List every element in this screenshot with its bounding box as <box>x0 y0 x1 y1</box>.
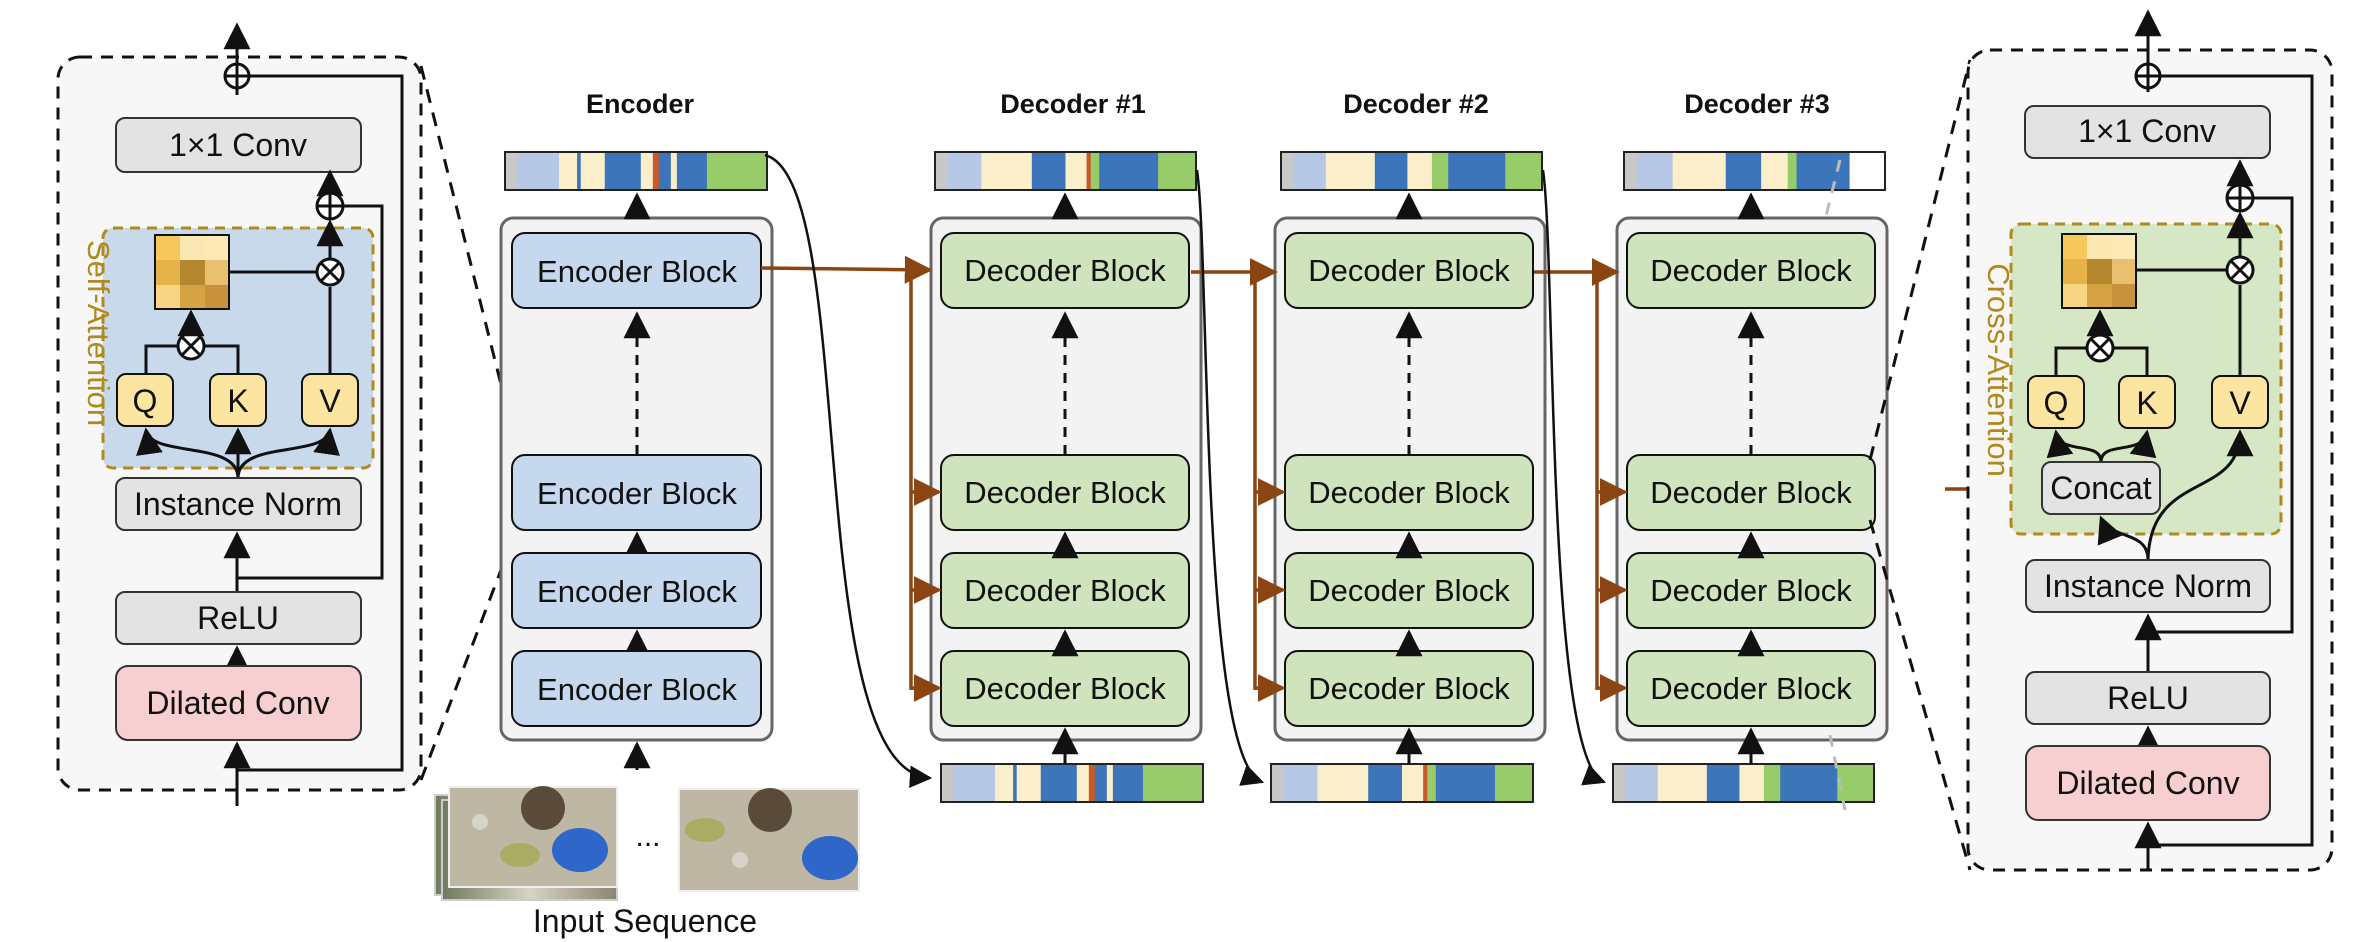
concat-label: Concat <box>2050 470 2152 506</box>
encoder-block-label: Encoder Block <box>537 672 737 707</box>
prediction-flow-curves <box>764 153 1607 788</box>
right-instance-norm-block <box>2025 559 2271 613</box>
input-ellipsis: ... <box>635 820 660 853</box>
left-conv1x1-label: 1×1 Conv <box>169 127 307 163</box>
left-attention-map-icon <box>154 234 230 310</box>
right-attention-map-icon <box>2061 233 2137 309</box>
decoder3-output-bar <box>1623 151 1886 191</box>
decoder-block-label: Decoder Block <box>1650 573 1852 608</box>
self-attention-detail-panel: 1×1 Conv Self-Attention Q K <box>56 22 423 806</box>
right-dilated-conv-label: Dilated Conv <box>2056 765 2239 801</box>
left-q-label: Q <box>133 383 158 419</box>
right-k-label: K <box>2136 385 2157 421</box>
self-attention-label: Self-Attention <box>81 240 116 426</box>
left-dilated-conv-label: Dilated Conv <box>146 685 329 721</box>
right-instance-norm-label: Instance Norm <box>2044 568 2252 604</box>
left-k-block <box>209 373 267 427</box>
right-zoom-line-top <box>1868 59 1972 461</box>
decoder2-input-bar <box>1270 763 1534 803</box>
right-conv1x1-label: 1×1 Conv <box>2078 113 2216 149</box>
right-q-block <box>2027 375 2085 429</box>
encoder-stack: Encoder Block Encoder Block Encoder Bloc… <box>499 192 774 770</box>
right-relu-block <box>2025 671 2271 725</box>
right-v-block <box>2211 375 2269 429</box>
encoder-block-label: Encoder Block <box>537 254 737 289</box>
decoder-block-label: Decoder Block <box>1308 253 1510 288</box>
decoder-block-label: Decoder Block <box>964 573 1166 608</box>
encoder-block <box>511 454 762 531</box>
decoder-block-label: Decoder Block <box>1650 671 1852 706</box>
decoder2-output-bar <box>1280 151 1543 191</box>
decoder-block-label: Decoder Block <box>1308 671 1510 706</box>
left-relu-block <box>115 591 362 645</box>
left-relu-label: ReLU <box>197 600 279 636</box>
decoder-block-label: Decoder Block <box>1308 573 1510 608</box>
decoder3-header: Decoder #3 <box>1684 89 1830 119</box>
decoder-block-label: Decoder Block <box>964 475 1166 510</box>
concat-block <box>2041 461 2161 515</box>
right-k-block <box>2118 375 2176 429</box>
decoder1-header: Decoder #1 <box>1000 89 1146 119</box>
encoder-block-label: Encoder Block <box>537 574 737 609</box>
left-v-label: V <box>319 383 341 419</box>
decoder-block <box>940 232 1190 309</box>
cross-attention-label: Cross-Attention <box>1981 263 2016 477</box>
right-v-label: V <box>2229 385 2251 421</box>
encoder-block <box>511 650 762 727</box>
right-zoom-line-bottom <box>1868 519 1972 871</box>
left-dilated-conv-block <box>115 665 362 741</box>
input-frame-stack-1 <box>434 786 618 901</box>
segmentation-bars <box>504 151 1886 803</box>
decoder-block-label: Decoder Block <box>1308 475 1510 510</box>
right-relu-label: ReLU <box>2107 680 2189 716</box>
left-k-label: K <box>227 383 248 419</box>
right-q-label: Q <box>2044 385 2069 421</box>
left-conv1x1-block <box>115 117 362 173</box>
encoder-block-label: Encoder Block <box>537 476 737 511</box>
decoder-block-label: Decoder Block <box>1650 475 1852 510</box>
left-v-block <box>301 373 359 427</box>
left-q-block <box>116 373 174 427</box>
decoder1-output-bar <box>934 151 1197 191</box>
encoder-header: Encoder <box>586 89 695 119</box>
right-conv1x1-block <box>2024 105 2271 159</box>
right-dilated-conv-block <box>2025 745 2271 821</box>
decoder2-header: Decoder #2 <box>1343 89 1489 119</box>
decoder-block <box>1284 232 1534 309</box>
left-instance-norm-label: Instance Norm <box>134 486 342 522</box>
left-outer-residual-line <box>237 74 404 772</box>
encoder-output-bar <box>504 151 768 191</box>
decoder-block-label: Decoder Block <box>1650 253 1852 288</box>
left-inner-residual-line <box>237 204 384 580</box>
decoder1-input-bar <box>940 763 1204 803</box>
decoder-block <box>1626 232 1876 309</box>
encoder-block <box>511 232 762 309</box>
decoder3-input-bar <box>1612 763 1875 803</box>
decoder-block-label: Decoder Block <box>964 253 1166 288</box>
input-sequence: ... Input Sequence <box>434 786 860 939</box>
input-sequence-label: Input Sequence <box>533 903 757 939</box>
input-frame-stack-2 <box>678 788 860 892</box>
left-instance-norm-block <box>115 477 362 531</box>
encoder-block <box>511 552 762 629</box>
decoder-block-label: Decoder Block <box>964 671 1166 706</box>
cross-attention-detail-panel: 1×1 Conv Cross-Attention Q K V <box>1966 9 2334 872</box>
